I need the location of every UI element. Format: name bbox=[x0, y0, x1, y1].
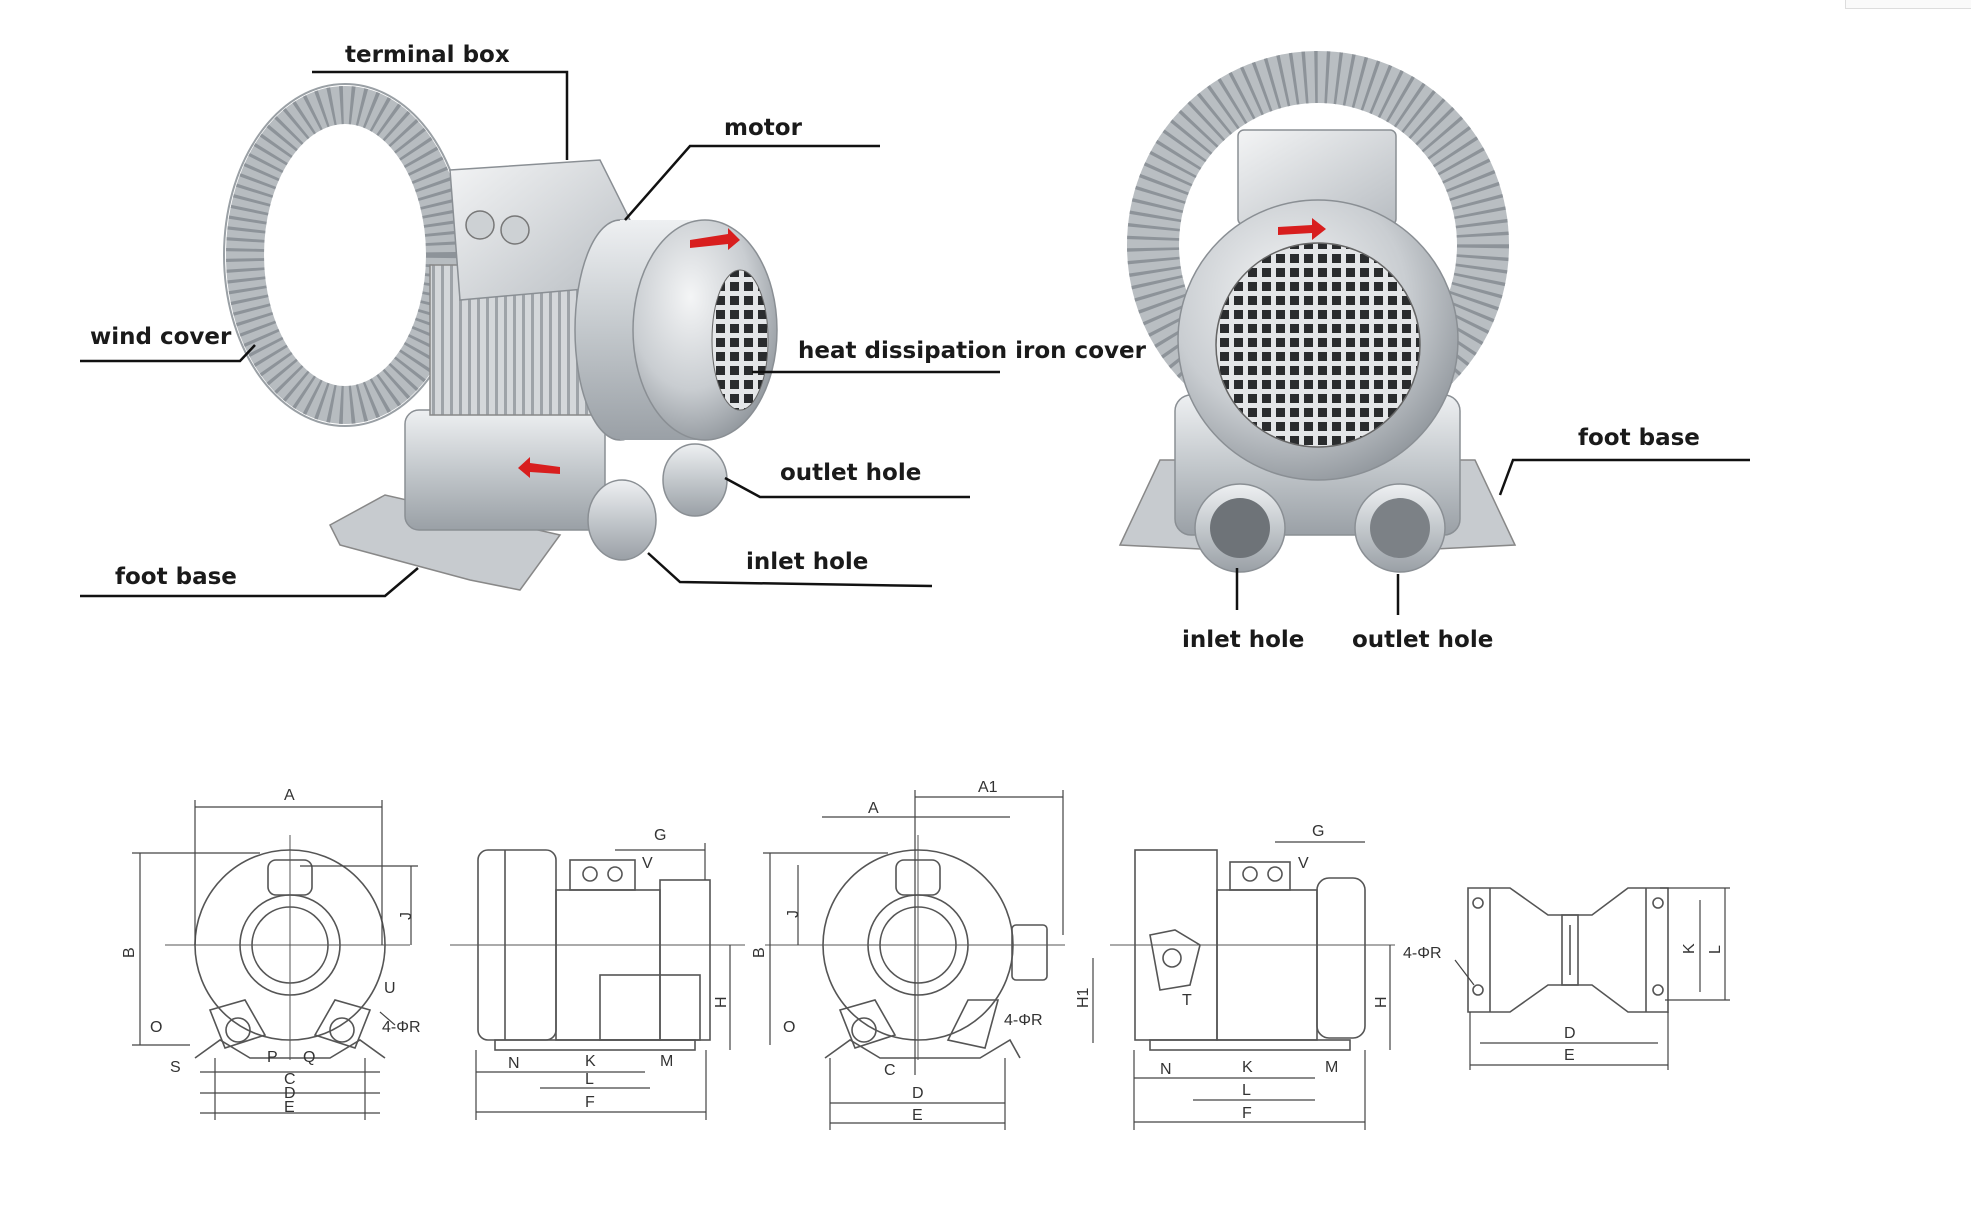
dim-C-1: C bbox=[284, 1071, 296, 1088]
dim-H-1: H bbox=[713, 996, 730, 1008]
label-right-foot-base: foot base bbox=[1578, 425, 1700, 451]
label-terminal-box: terminal box bbox=[345, 42, 510, 68]
dim-B-1: B bbox=[121, 947, 138, 958]
dim-D-3: D bbox=[912, 1085, 924, 1102]
dim-J-1: J bbox=[398, 912, 415, 920]
airflow-arrow-icon bbox=[518, 228, 740, 478]
dim-D-1: D bbox=[284, 1085, 296, 1102]
label-foot-base: foot base bbox=[115, 564, 237, 590]
outlet-hole-part bbox=[662, 443, 728, 517]
label-motor: motor bbox=[724, 115, 803, 141]
dim-E-3: E bbox=[912, 1107, 923, 1124]
label-heat-dissipation-cover: heat dissipation iron cover bbox=[798, 338, 1147, 364]
right-photo-callouts bbox=[1235, 458, 1750, 615]
dim-B-3: B bbox=[751, 947, 768, 958]
dim-A-1: A bbox=[284, 787, 295, 804]
dim-R4-5: 4-ΦR bbox=[1403, 945, 1442, 962]
dim-O-1: O bbox=[150, 1019, 162, 1036]
foot-base-part bbox=[329, 494, 562, 591]
dim-E-5: E bbox=[1564, 1047, 1575, 1064]
drawing-front-motor bbox=[763, 790, 1094, 1130]
dim-H-4: H bbox=[1373, 996, 1390, 1008]
label-wind-cover: wind cover bbox=[90, 324, 232, 350]
dim-K-5: K bbox=[1681, 943, 1698, 954]
dim-G-4: G bbox=[1312, 823, 1324, 840]
dim-A1-3: A1 bbox=[978, 779, 998, 796]
drawing-side-single bbox=[450, 843, 745, 1120]
dim-O-3: O bbox=[783, 1019, 795, 1036]
dim-M-4: M bbox=[1325, 1059, 1338, 1076]
dim-D-5: D bbox=[1564, 1025, 1576, 1042]
dim-R4-1: 4-ΦR bbox=[382, 1019, 421, 1036]
top-right-corner-tab bbox=[1845, 0, 1971, 9]
dim-H1-3: H1 bbox=[1075, 987, 1092, 1008]
dim-P-1: P bbox=[267, 1049, 278, 1066]
dim-F-1: F bbox=[585, 1094, 595, 1111]
dim-J-3: J bbox=[785, 910, 802, 918]
label-outlet-hole: outlet hole bbox=[780, 460, 921, 486]
inlet-hole-part bbox=[587, 479, 657, 561]
drawing-foot-base bbox=[1454, 887, 1730, 1070]
dim-V-1: V bbox=[642, 855, 653, 872]
dim-M-1: M bbox=[660, 1053, 673, 1070]
blower-photo-left bbox=[223, 83, 778, 591]
motor-grill-part bbox=[1215, 242, 1421, 448]
dim-N-4: N bbox=[1160, 1061, 1172, 1078]
drawing-side-motor bbox=[1110, 841, 1395, 1130]
dim-N-1: N bbox=[508, 1055, 520, 1072]
label-right-outlet-hole: outlet hole bbox=[1352, 627, 1493, 653]
blower-photo-right bbox=[1118, 51, 1517, 573]
dim-V-4: V bbox=[1298, 855, 1309, 872]
dim-L-5: L bbox=[1707, 945, 1724, 954]
dim-R4-3: 4-ΦR bbox=[1004, 1012, 1043, 1029]
dim-L-4: L bbox=[1242, 1082, 1251, 1099]
dim-Q-1: Q bbox=[303, 1049, 315, 1066]
label-right-inlet-hole: inlet hole bbox=[1182, 627, 1304, 653]
dim-G-1: G bbox=[654, 827, 666, 844]
dim-K-1: K bbox=[585, 1053, 596, 1070]
dim-A-3: A bbox=[868, 800, 879, 817]
dim-U-1: U bbox=[384, 980, 396, 997]
dim-E-1: E bbox=[284, 1099, 295, 1116]
drawing-front-single bbox=[132, 800, 418, 1120]
dim-F-4: F bbox=[1242, 1105, 1252, 1122]
airflow-arrow-icon bbox=[1278, 218, 1326, 240]
dim-T-4: T bbox=[1182, 992, 1192, 1009]
label-inlet-hole: inlet hole bbox=[746, 549, 868, 575]
dim-L-1: L bbox=[585, 1071, 594, 1088]
dim-C-3: C bbox=[884, 1062, 896, 1079]
left-photo-callouts bbox=[80, 70, 1000, 598]
dim-S-1: S bbox=[170, 1059, 181, 1076]
dim-K-4: K bbox=[1242, 1059, 1253, 1076]
